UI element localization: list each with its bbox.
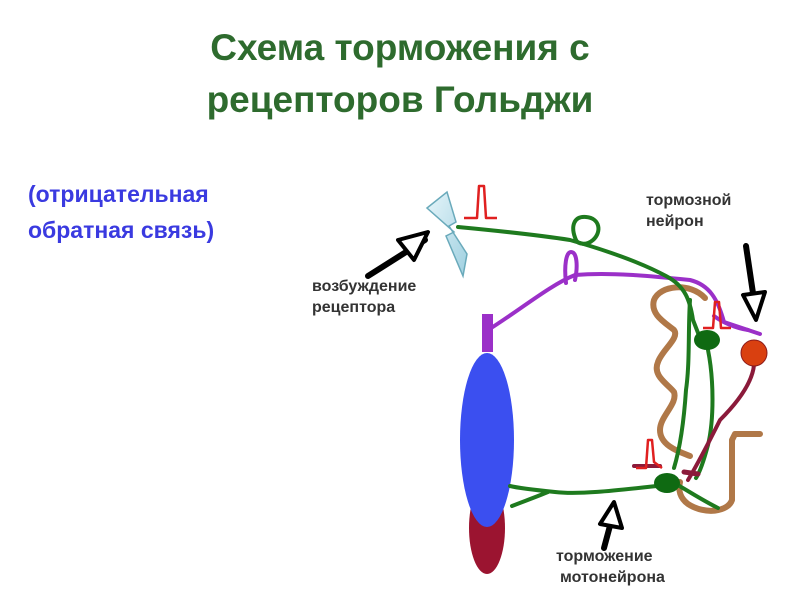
green-motor-axon bbox=[508, 483, 668, 495]
green-motor-dendrite bbox=[674, 482, 720, 510]
golgi-receptor bbox=[425, 190, 468, 279]
spinal-cord-outline-upper bbox=[650, 284, 708, 459]
spike-motoneuron bbox=[636, 438, 663, 470]
title-line-1: Схема торможения с bbox=[210, 27, 590, 68]
green-axon-fork bbox=[510, 490, 550, 508]
arrow-motoneuron-inhibition bbox=[598, 500, 624, 551]
label-receptor-line-1: возбуждение bbox=[312, 278, 417, 295]
purple-fiber-loop bbox=[563, 249, 579, 285]
motoneuron-cell bbox=[654, 473, 680, 493]
interneuron-cell bbox=[694, 330, 720, 350]
label-inhib-line-2: нейрон bbox=[646, 213, 704, 230]
spike-receptor bbox=[464, 184, 497, 220]
green-afferent-fiber bbox=[456, 225, 702, 340]
spike-interneuron bbox=[703, 300, 731, 330]
label-motor-line-2: мотонейрона bbox=[560, 569, 665, 586]
purple-fiber-branch bbox=[712, 314, 750, 332]
title-line-2: рецепторов Гольджи bbox=[206, 79, 594, 120]
inhibitory-axon bbox=[686, 363, 756, 482]
label-inhibitory-neuron: тормозной нейрон bbox=[646, 190, 731, 232]
green-fiber-coil bbox=[571, 214, 601, 246]
subtitle-line-2: обратная связь) bbox=[28, 217, 215, 243]
label-motor-line-1: торможение bbox=[556, 548, 653, 565]
muscle-body bbox=[460, 353, 514, 527]
inhibitory-synapse bbox=[681, 469, 701, 477]
green-interneuron-fiber bbox=[672, 298, 692, 470]
label-inhib-line-1: тормозной bbox=[646, 192, 732, 209]
inhibitory-neuron-cell bbox=[740, 339, 768, 367]
arrow-inhibitory-neuron bbox=[741, 243, 767, 322]
label-motoneuron-inhibition: торможение мотонейрона bbox=[556, 546, 665, 588]
purple-fiber-terminal bbox=[482, 314, 493, 352]
arrow-receptor-excitation bbox=[365, 230, 430, 279]
spinal-cord-outline-lower bbox=[676, 431, 763, 514]
purple-afferent-fiber bbox=[486, 271, 762, 336]
label-receptor-line-2: рецептора bbox=[312, 299, 396, 316]
subtitle: (отрицательная обратная связь) bbox=[28, 176, 214, 248]
subtitle-line-1: (отрицательная bbox=[28, 181, 209, 207]
label-receptor-excitation: возбуждение рецептора bbox=[312, 276, 416, 318]
page-title: Схема торможения с рецепторов Гольджи bbox=[0, 22, 800, 126]
